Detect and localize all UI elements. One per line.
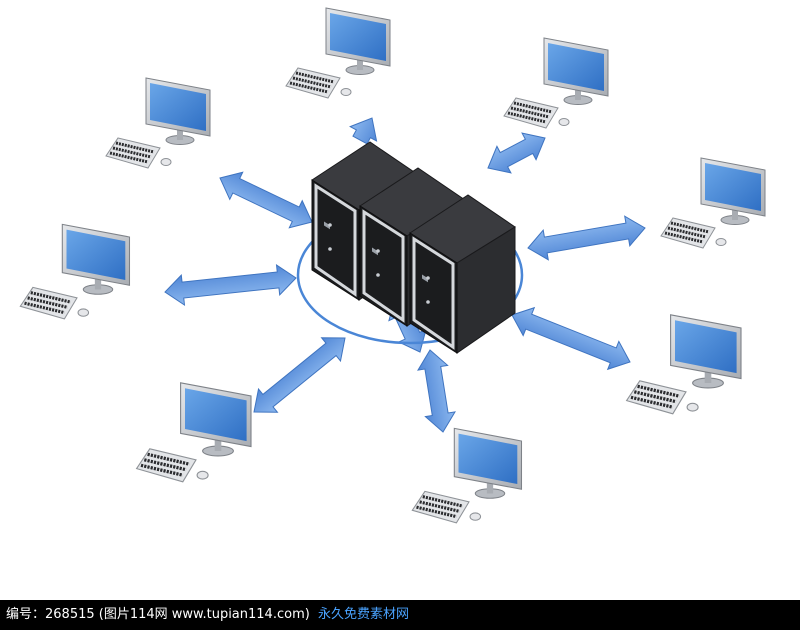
watermark-footer: 编号：268515 (图片114网 www.tupian114.com) 永久免…: [0, 600, 800, 630]
mouse: [469, 512, 482, 521]
monitor-screen: [330, 13, 386, 61]
desktop-computer: [411, 427, 523, 524]
desktop-computer: [285, 7, 391, 99]
mouse: [686, 402, 699, 412]
mouse: [715, 238, 727, 246]
network-diagram: [19, 7, 766, 524]
mouse: [558, 118, 570, 126]
client-computers: [19, 7, 766, 524]
connection-arrow: [349, 117, 378, 145]
keyboard: [135, 448, 197, 483]
server-tower: [409, 194, 516, 354]
desktop-computer: [503, 37, 609, 129]
monitor-screen: [548, 43, 604, 91]
monitor-screen: [185, 388, 247, 442]
keyboard: [411, 490, 470, 524]
desktop-computer: [105, 77, 211, 169]
keyboard: [19, 286, 78, 320]
connection-arrow: [417, 349, 456, 433]
keyboard: [625, 380, 687, 415]
image-id-text: 编号：268515 (图片114网 www.tupian114.com): [6, 607, 310, 622]
monitor-screen: [675, 320, 737, 374]
connection-arrow: [487, 132, 546, 174]
connection-arrow: [219, 171, 313, 229]
desktop-computer: [135, 382, 252, 483]
site-slogan-link[interactable]: 永久免费素材网: [317, 607, 409, 622]
keyboard: [285, 67, 341, 99]
desktop-computer: [660, 157, 766, 249]
connection-arrow: [511, 306, 631, 371]
mouse: [340, 88, 352, 96]
connection-arrow: [253, 337, 346, 413]
keyboard: [105, 137, 161, 169]
desktop-computer: [19, 223, 131, 320]
mouse: [77, 308, 90, 317]
connection-arrow: [164, 263, 297, 307]
monitor-screen: [705, 163, 761, 211]
server-cluster: [311, 141, 516, 354]
monitor-screen: [458, 433, 518, 485]
keyboard: [503, 97, 559, 129]
connection-arrows: [164, 117, 646, 433]
mouse: [160, 158, 172, 166]
monitor-screen: [150, 83, 206, 131]
keyboard: [660, 217, 716, 249]
mouse: [196, 470, 209, 480]
connection-arrow: [527, 215, 646, 261]
monitor-screen: [66, 229, 126, 281]
desktop-computer: [625, 314, 742, 415]
